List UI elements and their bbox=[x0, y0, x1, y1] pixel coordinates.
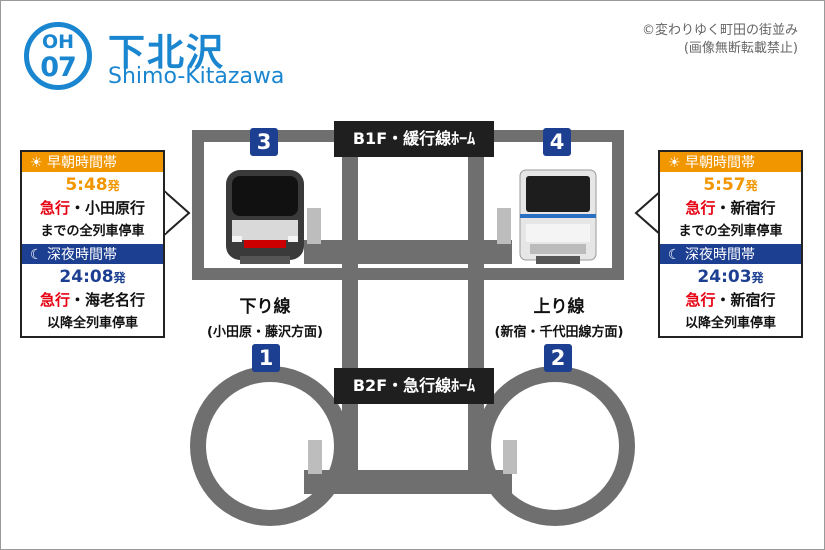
platform-number-1: 1 bbox=[252, 344, 280, 372]
night-time-down: 24:08発 bbox=[59, 267, 126, 287]
morning-header-down: ☀ 早朝時間帯 bbox=[22, 152, 163, 172]
level-label-b1f: B1F・緩行線ﾎｰﾑ bbox=[334, 121, 494, 157]
direction-down-sub: (小田原・藤沢方面) bbox=[207, 325, 323, 340]
morning-note-up: までの全列車停車 bbox=[678, 224, 783, 239]
morning-time-up: 5:57発 bbox=[703, 175, 758, 195]
night-note-up: 以降全列車停車 bbox=[684, 316, 776, 331]
platform-number-3: 3 bbox=[250, 128, 278, 156]
night-time-up: 24:03発 bbox=[697, 267, 764, 287]
morning-time-down: 5:48発 bbox=[65, 175, 120, 195]
night-header-down: ☾ 深夜時間帯 bbox=[22, 244, 163, 264]
platform-marker-2 bbox=[503, 440, 517, 474]
platform-number-2: 2 bbox=[544, 344, 572, 372]
platform-marker-4 bbox=[497, 208, 511, 244]
morning-dest-down: 急行・小田原行 bbox=[39, 199, 146, 217]
platform-marker-1 bbox=[308, 440, 322, 474]
level-label-b2f: B2F・急行線ﾎｰﾑ bbox=[334, 368, 494, 404]
station-number: 07 bbox=[40, 52, 77, 83]
morning-dest-up: 急行・新宿行 bbox=[685, 199, 776, 217]
night-header-up: ☾ 深夜時間帯 bbox=[660, 244, 801, 264]
night-dest-down: 急行・海老名行 bbox=[39, 291, 146, 309]
train-front-platform-4 bbox=[519, 169, 597, 264]
direction-down: 下り線 (小田原・藤沢方面) bbox=[195, 292, 335, 340]
moon-icon: ☾ bbox=[668, 247, 681, 263]
direction-up-sub: (新宿・千代田線方面) bbox=[494, 325, 624, 340]
station-name-jp: 下北沢 bbox=[108, 31, 225, 74]
train-front-platform-3 bbox=[226, 170, 304, 264]
direction-down-name: 下り線 bbox=[239, 297, 291, 317]
morning-note-down: までの全列車停車 bbox=[40, 224, 145, 239]
credit: ©変わりゆく町田の街並み (画像無断転載禁止) bbox=[642, 22, 798, 58]
moon-icon: ☾ bbox=[30, 247, 43, 263]
left-callout-pointer bbox=[163, 190, 191, 236]
direction-up-name: 上り線 bbox=[533, 297, 585, 317]
platform-marker-3 bbox=[307, 208, 321, 244]
platform-number-4: 4 bbox=[543, 128, 571, 156]
direction-up: 上り線 (新宿・千代田線方面) bbox=[484, 292, 634, 340]
morning-header-up: ☀ 早朝時間帯 bbox=[660, 152, 801, 172]
sun-icon: ☀ bbox=[668, 155, 681, 171]
night-dest-up: 急行・新宿行 bbox=[685, 291, 776, 309]
station-name-en: Shimo-Kitazawa bbox=[108, 64, 285, 89]
night-note-down: 以降全列車停車 bbox=[46, 316, 138, 331]
station-number-badge: OH 07 bbox=[24, 22, 92, 90]
sun-icon: ☀ bbox=[30, 155, 43, 171]
info-box-down: ☀ 早朝時間帯 5:48発 急行・小田原行 までの全列車停車 ☾ 深夜時間帯 2… bbox=[20, 150, 165, 338]
info-box-up: ☀ 早朝時間帯 5:57発 急行・新宿行 までの全列車停車 ☾ 深夜時間帯 24… bbox=[658, 150, 803, 338]
credit-line2: (画像無断転載禁止) bbox=[683, 41, 798, 56]
credit-line1: ©変わりゆく町田の街並み bbox=[641, 23, 798, 38]
line-code: OH bbox=[41, 31, 75, 53]
